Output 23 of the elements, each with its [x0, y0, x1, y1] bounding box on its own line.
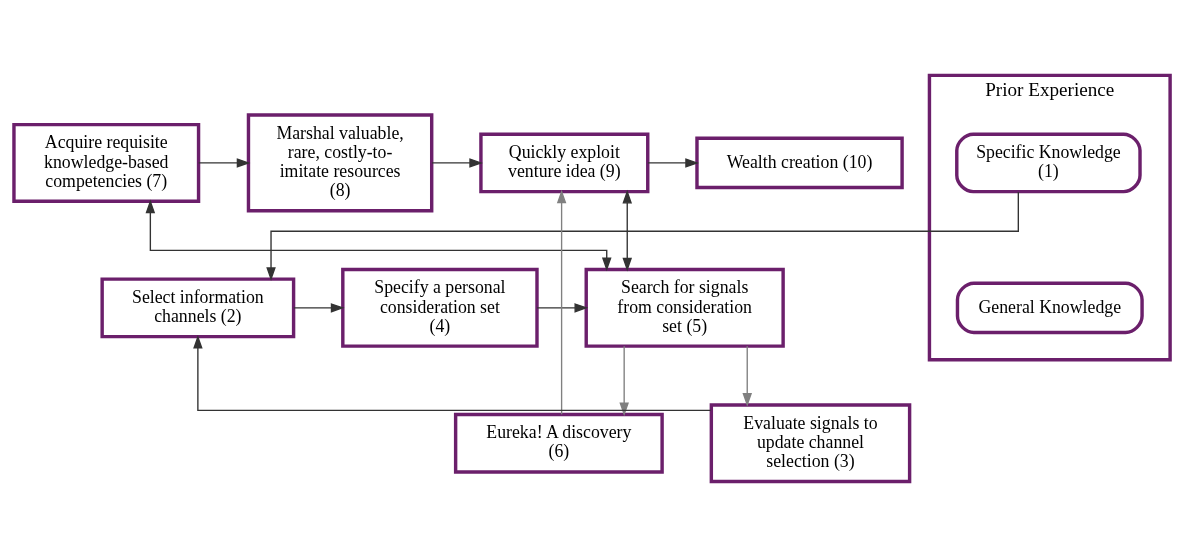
arrow: [742, 345, 753, 407]
arrow: [556, 189, 567, 415]
arrow: [647, 158, 699, 168]
node-box: General Knowledge: [955, 281, 1144, 335]
arrow: [145, 199, 612, 272]
node-box: Wealth creation (10): [695, 136, 904, 190]
node-box: Marshal valuable, rare, costly-to-imitate resources (8): [246, 113, 434, 213]
arrow: [293, 303, 345, 313]
node-box: Specify a personal consideration set (4): [341, 267, 539, 348]
arrow: [619, 345, 629, 417]
node-box: Evaluate signals to update channel selection (3): [709, 403, 912, 484]
arrow: [622, 189, 633, 272]
arrow: [266, 191, 1019, 281]
node-box: Specific Knowledge (1): [955, 132, 1142, 194]
node-box: Acquire requisite knowledge-based competencies (7): [12, 122, 201, 203]
node-box: Quickly exploit venture idea (9): [479, 132, 650, 194]
arrow: [536, 303, 589, 313]
node-box: Eureka! A discovery (6): [453, 412, 664, 474]
node-box: Search for signals from consideration set (5): [584, 267, 785, 348]
arrow: [198, 158, 251, 168]
node-box: Select information channels (2): [100, 277, 296, 339]
arrow: [193, 334, 712, 412]
arrow: [431, 158, 483, 168]
